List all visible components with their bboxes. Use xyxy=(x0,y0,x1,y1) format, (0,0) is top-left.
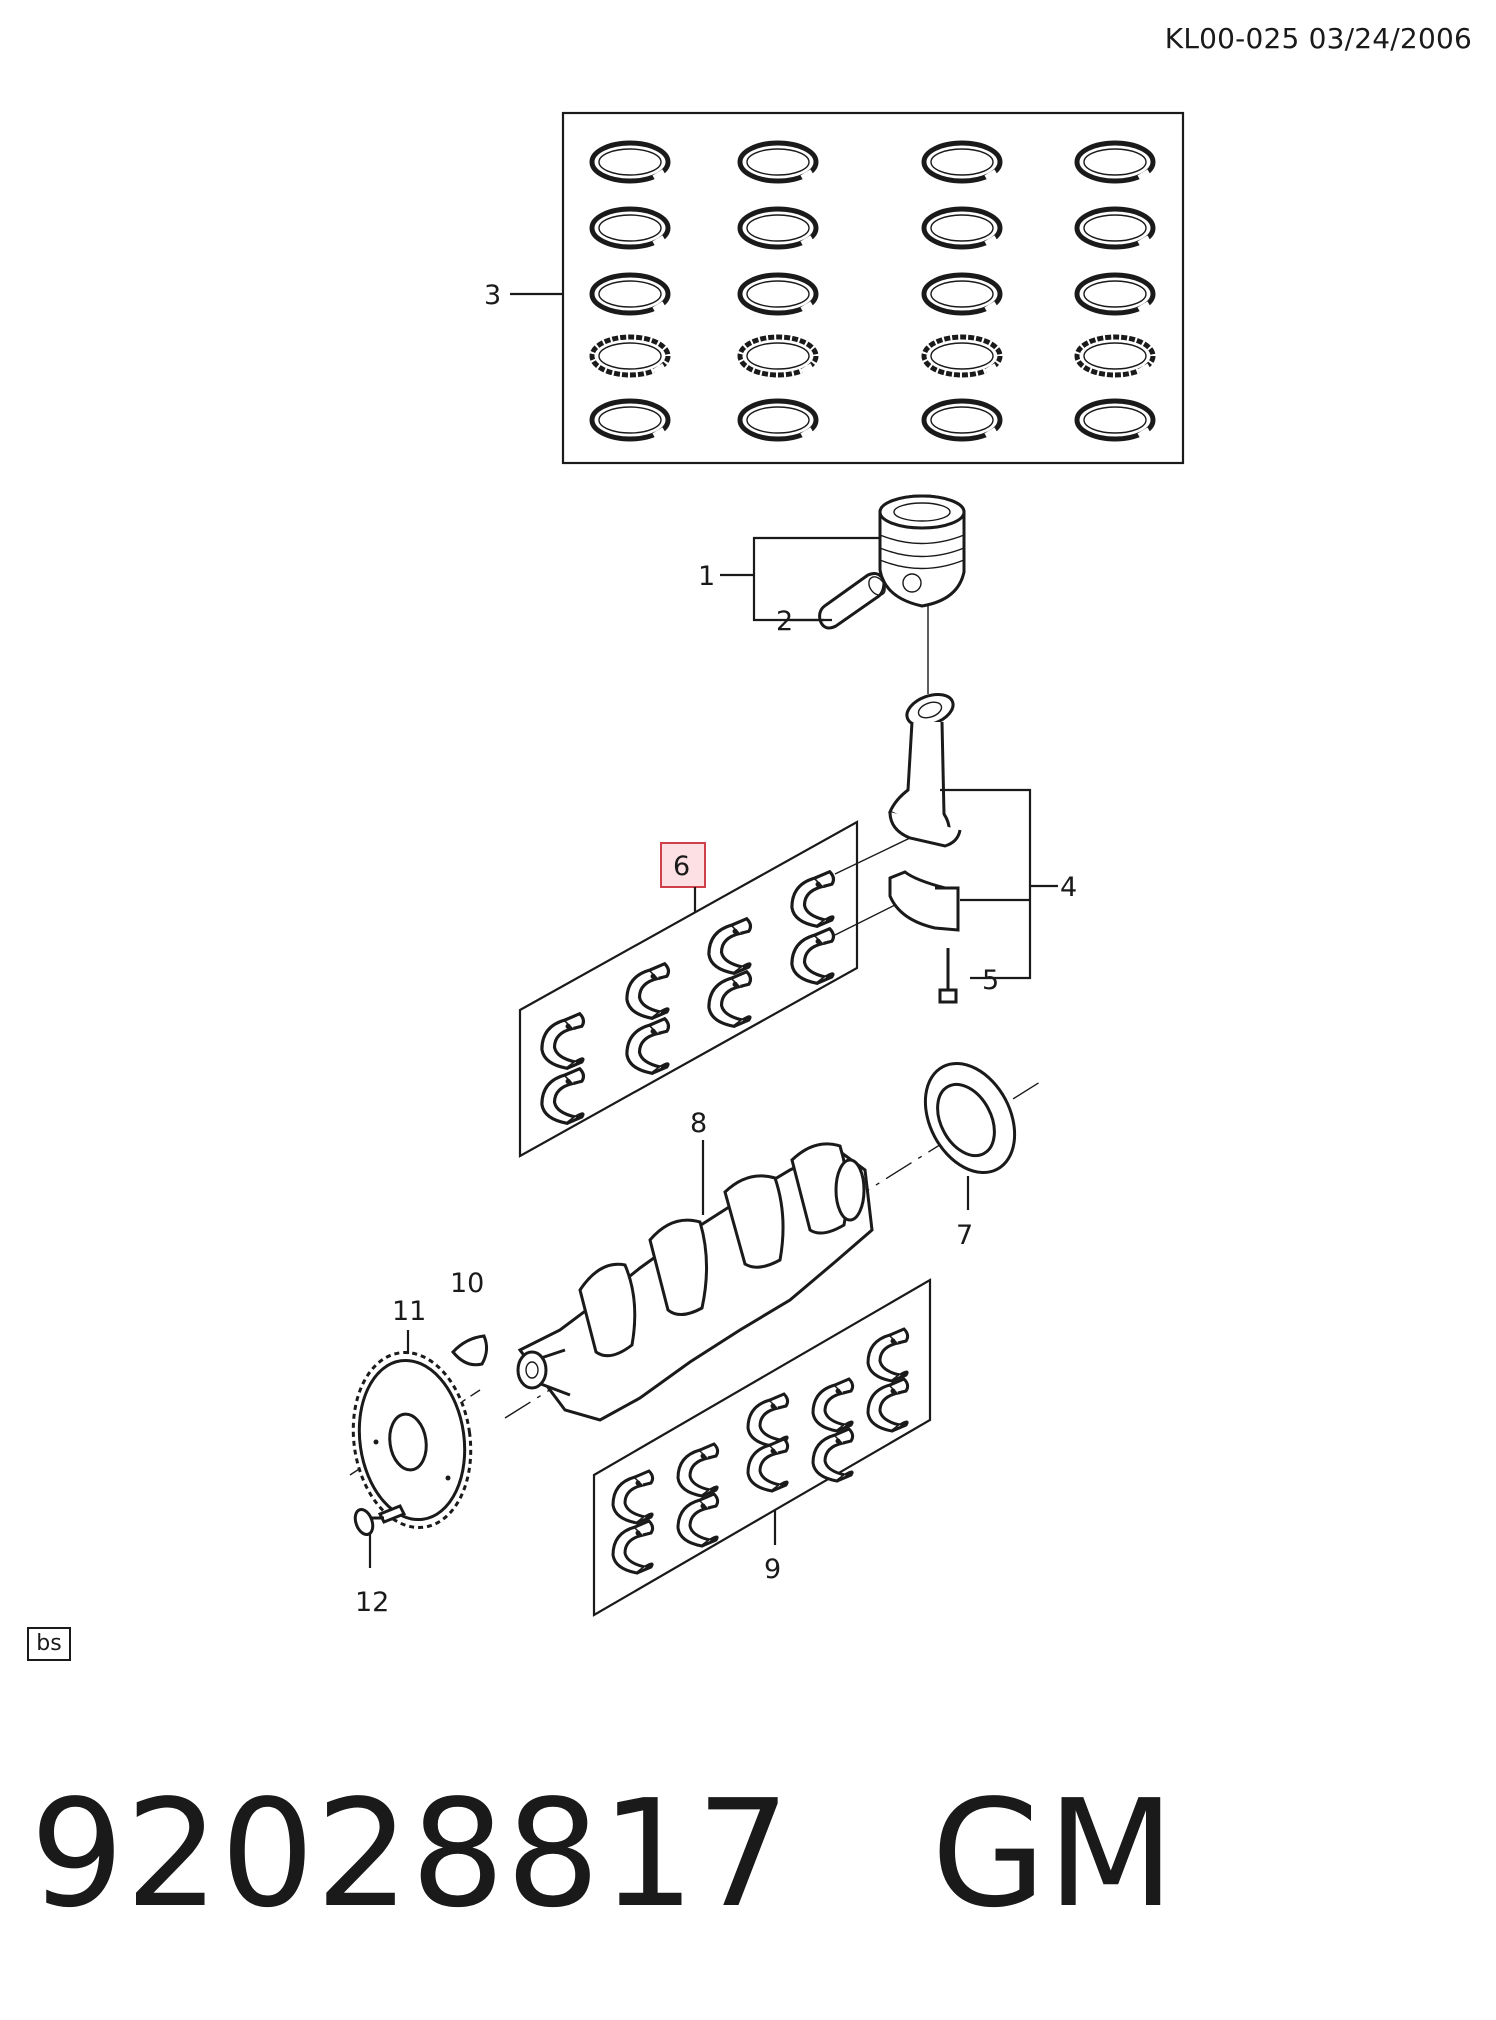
connecting-rod[interactable] xyxy=(888,689,962,848)
piston-ring xyxy=(737,272,819,316)
part-number: 92028817 xyxy=(30,1768,792,1940)
callout-2[interactable]: 2 xyxy=(776,606,793,637)
piston-ring xyxy=(737,398,819,442)
callout-8[interactable]: 8 xyxy=(690,1108,707,1139)
piston-ring xyxy=(589,398,671,442)
piston-ring xyxy=(589,206,671,250)
piston-ring xyxy=(1074,398,1156,442)
piston-ring xyxy=(1074,334,1156,378)
bearing-shell xyxy=(866,1327,910,1383)
piston-ring xyxy=(737,334,819,378)
bs-tag: bs xyxy=(27,1627,71,1661)
callout-11[interactable]: 11 xyxy=(392,1296,426,1327)
piston-ring xyxy=(1074,272,1156,316)
rod-bearing-set[interactable] xyxy=(518,820,859,1158)
bearing-shell xyxy=(746,1437,790,1493)
gear-bolt[interactable] xyxy=(352,1504,407,1537)
rear-oil-seal[interactable] xyxy=(907,1048,1032,1188)
bearing-shell xyxy=(707,969,753,1028)
bearing-shell xyxy=(540,1066,586,1125)
woodruff-key[interactable] xyxy=(451,1334,489,1367)
piston-pin[interactable] xyxy=(818,572,889,630)
document-code: KL00-025 03/24/2006 xyxy=(1164,22,1472,55)
bearing-shell xyxy=(625,1016,671,1075)
piston-ring xyxy=(921,334,1003,378)
piston-ring-set[interactable] xyxy=(561,111,1185,465)
callout-1[interactable]: 1 xyxy=(698,561,715,592)
piston-ring xyxy=(921,398,1003,442)
piston-ring xyxy=(921,206,1003,250)
callout-5[interactable]: 5 xyxy=(982,965,999,996)
callout-6[interactable]: 6 xyxy=(673,851,690,882)
brand-name: GM xyxy=(931,1768,1176,1940)
bearing-shell xyxy=(790,869,836,928)
bearing-shell xyxy=(625,961,671,1020)
piston-ring xyxy=(589,140,671,184)
piston-ring xyxy=(1074,206,1156,250)
piston-ring xyxy=(921,140,1003,184)
callout-6-highlight-box xyxy=(660,842,706,888)
bearing-shell xyxy=(811,1427,855,1483)
piston-ring xyxy=(737,206,819,250)
bearing-shell xyxy=(790,926,836,985)
connecting-rod-cap[interactable] xyxy=(888,870,960,932)
bearing-shell xyxy=(811,1377,855,1433)
bearing-shell xyxy=(866,1377,910,1433)
callout-9[interactable]: 9 xyxy=(764,1554,781,1585)
piston-ring xyxy=(589,272,671,316)
crankshaft-gear[interactable] xyxy=(342,1345,481,1535)
piston[interactable] xyxy=(878,494,966,608)
callout-3[interactable]: 3 xyxy=(484,280,501,311)
connecting-rod-bolt[interactable] xyxy=(938,948,958,1004)
bearing-shell xyxy=(707,916,753,975)
bearing-shell xyxy=(611,1469,655,1525)
callout-12[interactable]: 12 xyxy=(355,1587,389,1618)
piston-ring xyxy=(589,334,671,378)
bearing-shell xyxy=(540,1011,586,1070)
callout-7[interactable]: 7 xyxy=(956,1220,973,1251)
bearing-shell xyxy=(611,1519,655,1575)
piston-ring xyxy=(737,140,819,184)
crankshaft[interactable] xyxy=(516,1142,874,1422)
bearing-shell xyxy=(676,1442,720,1498)
main-bearing-set[interactable] xyxy=(592,1278,932,1617)
piston-ring xyxy=(921,272,1003,316)
callout-4[interactable]: 4 xyxy=(1060,872,1077,903)
bearing-shell xyxy=(746,1392,790,1448)
callout-10[interactable]: 10 xyxy=(450,1268,484,1299)
bearing-shell xyxy=(676,1492,720,1548)
piston-ring xyxy=(1074,140,1156,184)
